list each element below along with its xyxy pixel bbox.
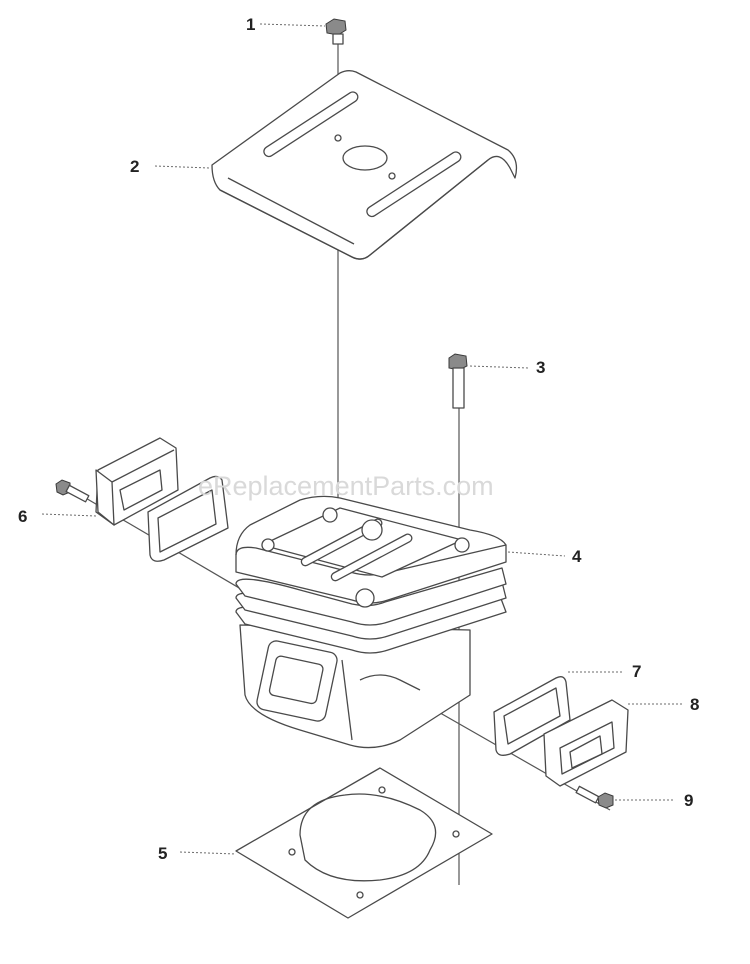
leader-4	[507, 551, 566, 557]
part-left-screw	[55, 479, 90, 503]
callout-3: 3	[536, 358, 545, 377]
leader-5	[179, 851, 237, 855]
leader-3	[469, 365, 529, 369]
part-base-gasket	[235, 767, 493, 919]
watermark-text: eReplacementParts.com	[198, 471, 494, 501]
cover-slot-left	[263, 91, 359, 158]
callout-1: 1	[246, 15, 255, 34]
callout-6: 6	[18, 507, 27, 526]
leader-2	[154, 165, 211, 169]
part-long-screw	[448, 353, 468, 409]
part-right-screw	[575, 785, 614, 809]
leader-1	[259, 23, 326, 27]
callout-7: 7	[632, 662, 641, 681]
callout-4: 4	[572, 547, 582, 566]
part-top-screw	[325, 18, 347, 45]
part-cylinder	[235, 495, 507, 749]
part-left-intake-gasket	[147, 475, 229, 562]
part-top-cover	[211, 70, 518, 260]
callout-2: 2	[130, 157, 139, 176]
callout-8: 8	[690, 695, 699, 714]
cover-center-hole	[342, 145, 388, 171]
part-right-intake-flange	[543, 699, 629, 787]
part-right-intake-gasket	[493, 676, 571, 756]
part-left-intake-flange	[95, 437, 179, 526]
callout-9: 9	[684, 791, 693, 810]
leader-6	[41, 513, 97, 517]
cover-slot-right	[366, 151, 462, 218]
callout-5: 5	[158, 844, 167, 863]
